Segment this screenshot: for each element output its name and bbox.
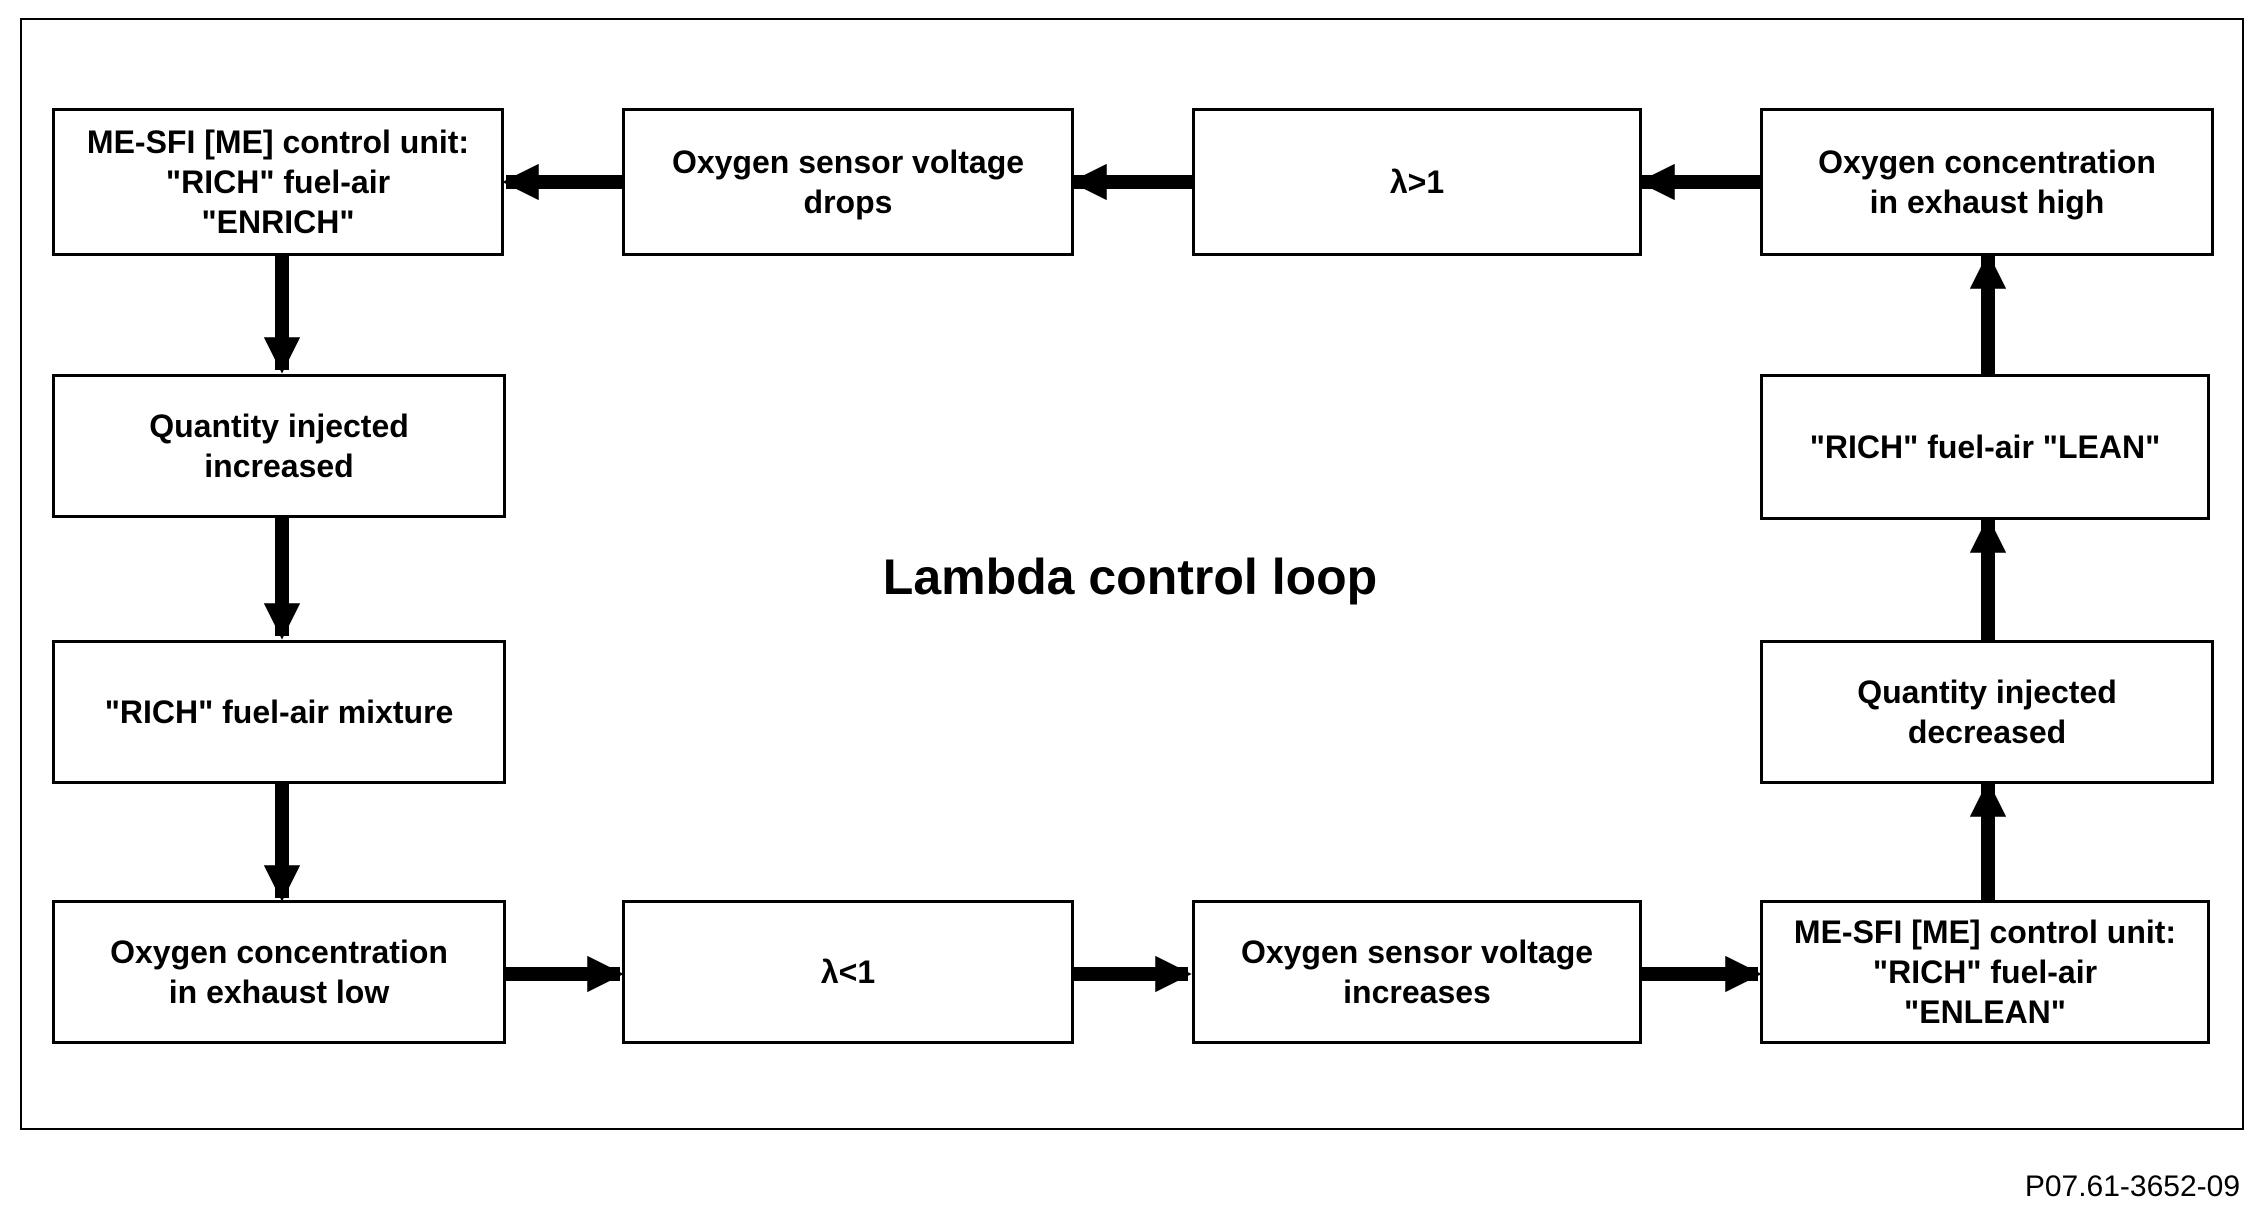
box-oxygen-concentration-high: Oxygen concentration in exhaust high xyxy=(1760,108,2214,256)
box-oxygen-concentration-low: Oxygen concentration in exhaust low xyxy=(52,900,506,1044)
box-rich-fuel-air-lean: "RICH" fuel-air "LEAN" xyxy=(1760,374,2210,520)
box-rich-fuel-air-mixture: "RICH" fuel-air mixture xyxy=(52,640,506,784)
box-lambda-less-than-one: λ<1 xyxy=(622,900,1074,1044)
figure-id: P07.61-3652-09 xyxy=(2024,1170,2240,1203)
box-control-unit-enrich: ME-SFI [ME] control unit: "RICH" fuel-ai… xyxy=(52,108,504,256)
box-lambda-greater-than-one: λ>1 xyxy=(1192,108,1642,256)
box-quantity-injected-increased: Quantity injected increased xyxy=(52,374,506,518)
box-control-unit-enlean: ME-SFI [ME] control unit: "RICH" fuel-ai… xyxy=(1760,900,2210,1044)
box-sensor-voltage-increases: Oxygen sensor voltage increases xyxy=(1192,900,1642,1044)
box-sensor-voltage-drops: Oxygen sensor voltage drops xyxy=(622,108,1074,256)
box-quantity-injected-decreased: Quantity injected decreased xyxy=(1760,640,2214,784)
diagram-title: Lambda control loop xyxy=(882,549,1378,605)
diagram-frame xyxy=(20,18,2244,1130)
